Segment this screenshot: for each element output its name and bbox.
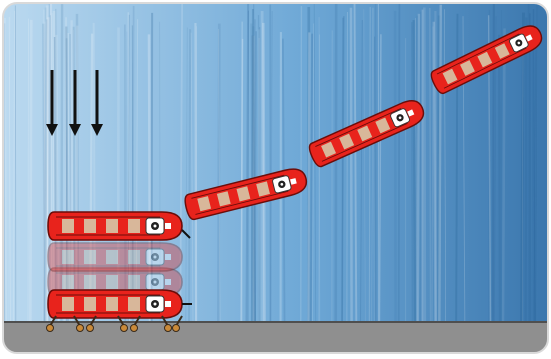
water-streak (319, 34, 320, 322)
water-streak (414, 20, 415, 322)
water-streak (521, 13, 523, 322)
stacked-boats (48, 212, 192, 318)
water-streak (395, 11, 396, 322)
water-streak (347, 12, 348, 322)
water-streak (424, 8, 425, 322)
water-streak (412, 22, 413, 322)
water-streak (503, 28, 505, 322)
water-streak (526, 18, 527, 322)
water-streak (435, 11, 436, 322)
water-streak (309, 32, 310, 322)
red-rescue-boat-icon (48, 290, 192, 318)
water-streak (30, 20, 31, 322)
water-streak (418, 14, 419, 322)
red-rescue-boat-icon (48, 212, 190, 240)
water-streak (218, 24, 219, 322)
water-streak (399, 1, 400, 322)
ghost-boat-icon (48, 243, 182, 271)
water-streak (189, 29, 190, 322)
water-streak (439, 5, 440, 322)
water-streak (28, 19, 29, 322)
water-streak (430, 8, 431, 322)
water-streak (263, 23, 264, 322)
water-streak (420, 12, 421, 322)
water-streak (351, 8, 352, 322)
water-streak (311, 34, 312, 322)
water-streak (342, 18, 343, 322)
water-streak (301, 6, 302, 322)
water-streak (499, 35, 500, 322)
